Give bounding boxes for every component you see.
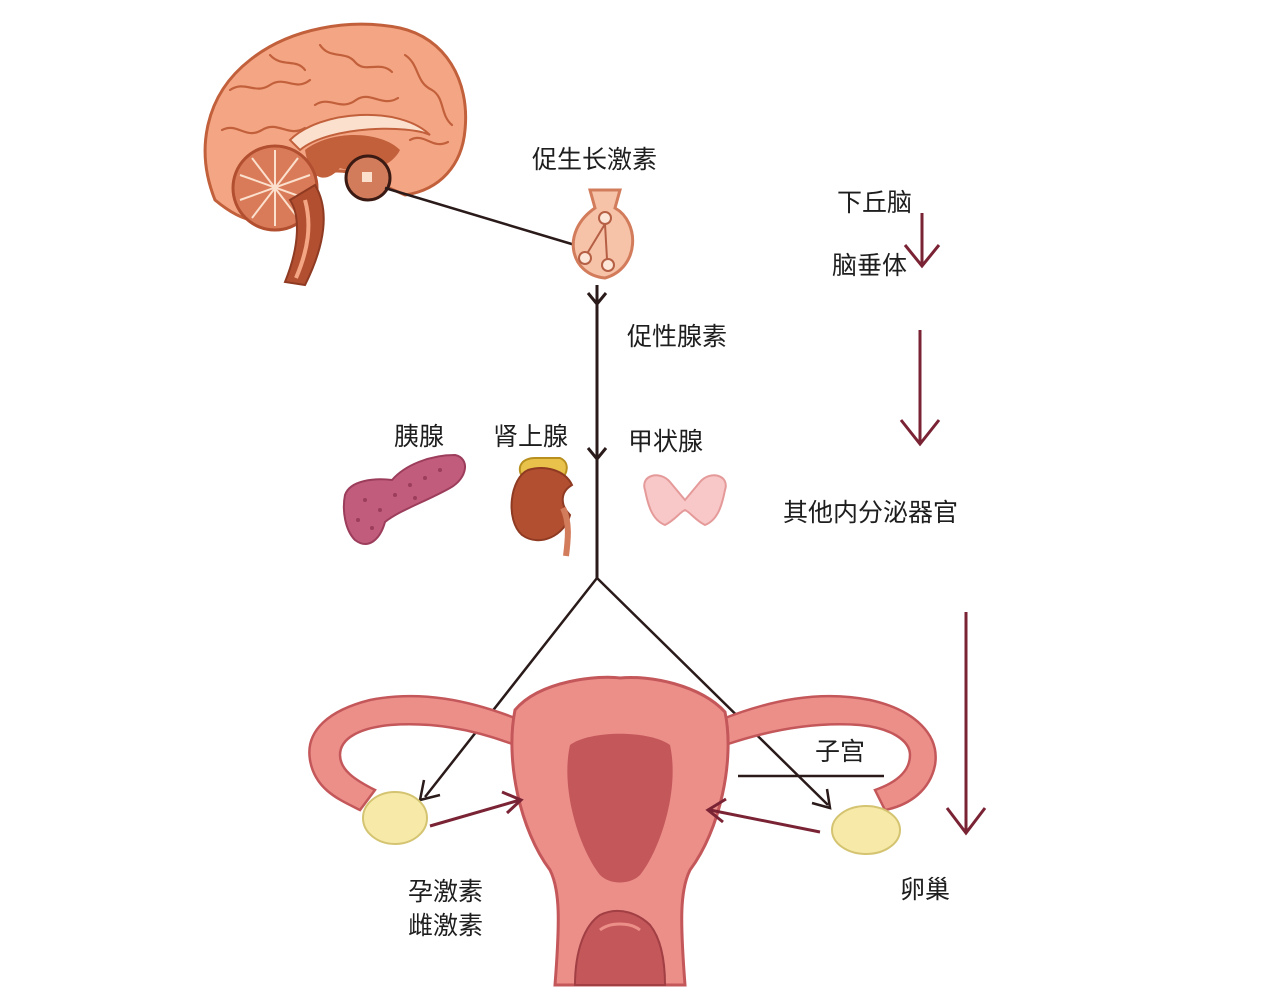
right-flow-arrow-1 — [903, 213, 941, 269]
adrenal-label: 肾上腺 — [493, 422, 569, 451]
right-ovary — [831, 805, 901, 855]
estrogen-label: 雌激素 — [408, 911, 484, 940]
left-ovary — [362, 791, 428, 845]
progesterone-label: 孕激素 — [408, 877, 484, 906]
right-flow-arrow-2 — [899, 330, 941, 447]
pituitary-label: 脑垂体 — [832, 251, 908, 280]
branch-right-arrowhead — [811, 788, 832, 810]
hypothalamus-label: 下丘脑 — [837, 188, 913, 217]
main-chevron-top — [586, 292, 608, 307]
main-chevron-mid — [586, 447, 608, 462]
adrenal-kidney-illustration — [510, 457, 574, 557]
right-ovary-arrowhead — [705, 797, 727, 824]
gonadotropin-label: 促性腺素 — [627, 322, 728, 351]
growth-hormone-label: 促生长激素 — [532, 145, 658, 174]
pituitary-gland — [571, 188, 635, 280]
uterus-illustration — [308, 675, 937, 987]
thyroid-illustration — [643, 474, 727, 527]
ovary-label: 卵巢 — [900, 875, 951, 904]
brain-illustration — [203, 22, 468, 287]
brain-to-gland-line — [384, 186, 576, 247]
thyroid-label: 甲状腺 — [628, 427, 704, 456]
branch-left-line — [424, 577, 598, 798]
hormones-label: 孕激素 雌激素 — [408, 875, 483, 943]
left-ovary-arrowhead — [501, 790, 524, 815]
branch-right-line — [596, 577, 829, 806]
pancreas-illustration — [342, 453, 466, 545]
right-ovary-arrow — [709, 808, 821, 834]
branch-left-arrowhead — [418, 779, 441, 802]
other-organs-label: 其他内分泌器官 — [783, 498, 959, 527]
right-flow-arrow-3 — [945, 612, 987, 836]
pancreas-label: 胰腺 — [394, 422, 445, 451]
left-ovary-arrow — [429, 798, 521, 828]
uterus-label: 子宫 — [815, 737, 866, 766]
